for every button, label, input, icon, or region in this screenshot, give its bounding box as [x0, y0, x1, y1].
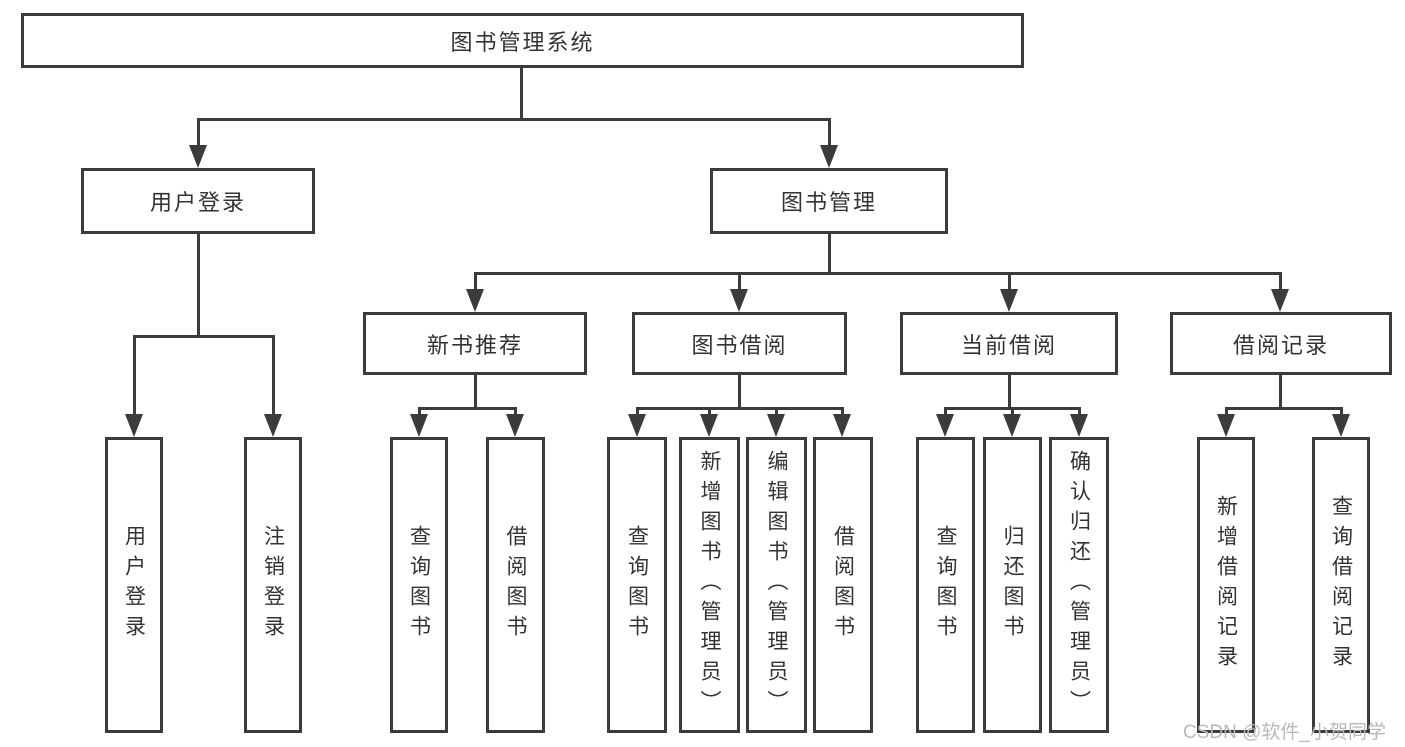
leaf-current-return: 归还图书: [983, 437, 1042, 733]
leaf-borrow-query: 查询图书: [607, 437, 667, 733]
arrowhead-current-c3: [1070, 414, 1088, 437]
node-label: 图书管理系统: [450, 29, 595, 55]
connector-new-books-stem: [474, 375, 477, 407]
node-book-mgmt: 图书管理: [710, 168, 948, 234]
node-label: 借阅记录: [1232, 332, 1329, 358]
node-label: 新书推荐: [426, 332, 523, 358]
leaf-label: 用户登录: [122, 525, 146, 645]
connector-user-child2-stem: [272, 335, 275, 414]
arrowhead-borrow-c1: [628, 414, 646, 437]
arrowhead-records-c1: [1217, 414, 1235, 437]
arrowhead-borrow-c4: [833, 414, 851, 437]
leaf-records-add: 新增借阅记录: [1197, 437, 1255, 733]
leaf-current-query: 查询图书: [916, 437, 975, 733]
leaf-label: 查询图书: [934, 525, 957, 645]
node-label: 图书管理: [780, 190, 877, 215]
node-book-borrow: 图书借阅: [632, 312, 847, 375]
arrowhead-current-c2: [1003, 414, 1021, 437]
connector-to-current-stem: [1008, 272, 1011, 289]
csdn-watermark: CSDN @软件_小贺同学: [1183, 722, 1386, 743]
arrowhead-to-current: [1000, 289, 1018, 312]
leaf-label: 注销登录: [261, 525, 285, 645]
connector-borrow-c4-stem: [841, 407, 844, 419]
connector-records-c2-stem: [1340, 407, 1343, 419]
connector-to-new-books-stem: [474, 272, 477, 289]
arrowhead-to-book-mgmt: [820, 145, 838, 168]
leaf-current-confirm-admin: 确认归还（管理员）: [1049, 437, 1109, 733]
leaf-label: 新增图书（管理员）: [698, 450, 721, 720]
connector-records-c1-stem: [1225, 407, 1228, 419]
connector-root-stem: [520, 68, 523, 118]
arrowhead-to-records: [1271, 289, 1289, 312]
connector-borrow-c3-stem: [775, 407, 778, 419]
connector-to-borrow-stem: [738, 272, 741, 289]
node-label: 用户登录: [149, 190, 246, 215]
leaf-label: 确认归还（管理员）: [1067, 450, 1091, 720]
arrowhead-to-user-login: [189, 145, 207, 168]
arrowhead-borrow-c2: [700, 414, 718, 437]
leaf-label: 查询图书: [407, 525, 431, 645]
connector-root-bar: [197, 118, 831, 121]
arrowhead-borrow-c3: [767, 414, 785, 437]
leaf-logout: 注销登录: [244, 437, 302, 733]
arrowhead-to-new-books: [466, 289, 484, 312]
connector-root-to-book-stem: [828, 118, 831, 146]
node-label: 当前借阅: [960, 332, 1057, 358]
connector-new-books-bar: [418, 407, 517, 410]
connector-records-bar: [1225, 407, 1342, 410]
leaf-label: 借阅图书: [831, 525, 855, 645]
connector-current-stem: [1008, 375, 1011, 407]
connector-new-books-c1-stem: [418, 407, 421, 419]
arrowhead-new-books-c2: [506, 414, 524, 437]
connector-current-c3-stem: [1078, 407, 1081, 419]
arrowhead-to-user-login-leaf: [125, 414, 143, 437]
node-new-books: 新书推荐: [363, 312, 587, 375]
connector-borrow-c2-stem: [708, 407, 711, 419]
connector-current-c2-stem: [1011, 407, 1014, 419]
arrowhead-to-logout-leaf: [264, 414, 282, 437]
leaf-borrow-edit-admin: 编辑图书（管理员）: [746, 437, 807, 733]
connector-records-stem: [1279, 375, 1282, 407]
connector-user-child1-stem: [133, 335, 136, 414]
leaf-borrow-add-admin: 新增图书（管理员）: [679, 437, 740, 733]
node-borrow-records: 借阅记录: [1170, 312, 1392, 375]
leaf-label: 借阅图书: [504, 525, 527, 645]
leaf-new-books-borrow: 借阅图书: [486, 437, 545, 733]
arrowhead-current-c1: [936, 414, 954, 437]
leaf-user-login: 用户登录: [105, 437, 163, 733]
leaf-label: 归还图书: [1001, 525, 1024, 645]
connector-to-records-stem: [1279, 272, 1282, 289]
arrowhead-records-c2: [1332, 414, 1350, 437]
node-current-borrow: 当前借阅: [900, 312, 1118, 375]
node-user-login: 用户登录: [81, 168, 315, 234]
leaf-label: 查询借阅记录: [1329, 495, 1353, 675]
leaf-label: 编辑图书（管理员）: [765, 450, 788, 720]
connector-borrow-stem: [738, 375, 741, 407]
connector-book-stem: [828, 234, 831, 272]
leaf-records-query: 查询借阅记录: [1312, 437, 1370, 733]
arrowhead-new-books-c1: [410, 414, 428, 437]
connector-user-bar: [133, 335, 275, 338]
leaf-label: 查询图书: [625, 525, 649, 645]
node-label: 图书借阅: [691, 332, 788, 358]
node-root-library-system: 图书管理系统: [21, 13, 1024, 68]
leaf-new-books-query: 查询图书: [390, 437, 448, 733]
connector-book-bar: [474, 272, 1281, 275]
connector-new-books-c2-stem: [514, 407, 517, 419]
arrowhead-to-borrow: [730, 289, 748, 312]
leaf-borrow-borrow: 借阅图书: [813, 437, 873, 733]
leaf-label: 新增借阅记录: [1214, 495, 1238, 675]
connector-borrow-bar: [636, 407, 844, 410]
connector-current-c1-stem: [944, 407, 947, 419]
connector-user-stem: [197, 234, 200, 335]
connector-root-to-user-stem: [197, 118, 200, 146]
connector-borrow-c1-stem: [636, 407, 639, 419]
